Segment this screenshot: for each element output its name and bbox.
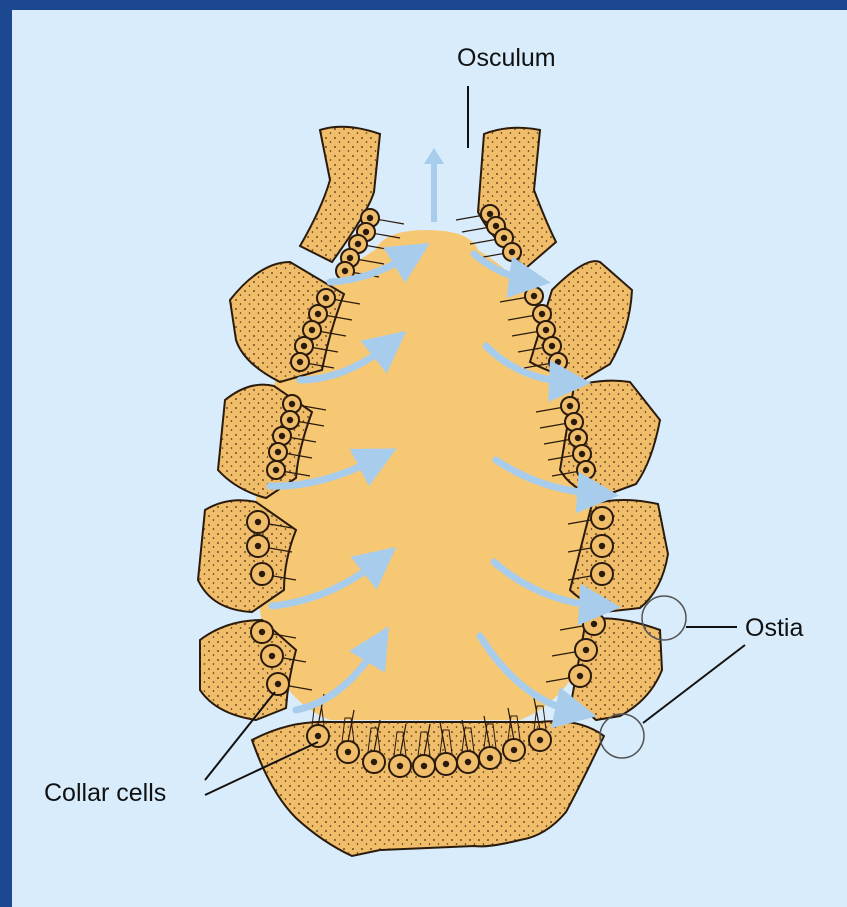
- cell-nucleus: [315, 311, 321, 317]
- cell-nucleus: [259, 629, 265, 635]
- cell-nucleus: [269, 653, 275, 659]
- osculum-flow-arrowhead: [424, 148, 444, 164]
- cell-nucleus: [575, 435, 581, 441]
- cell-nucleus: [555, 359, 561, 365]
- osculum-label: Osculum: [457, 44, 556, 72]
- cell-nucleus: [347, 255, 353, 261]
- cell-nucleus: [583, 647, 589, 653]
- cell-nucleus: [301, 343, 307, 349]
- ostia-label: Ostia: [745, 614, 803, 642]
- cell-nucleus: [501, 235, 507, 241]
- cell-nucleus: [323, 295, 329, 301]
- cell-nucleus: [259, 571, 265, 577]
- cell-nucleus: [297, 359, 303, 365]
- cell-nucleus: [531, 293, 537, 299]
- cell-nucleus: [342, 268, 348, 274]
- cell-nucleus: [539, 311, 545, 317]
- cell-nucleus: [363, 229, 369, 235]
- cell-nucleus: [367, 215, 373, 221]
- cell-nucleus: [549, 343, 555, 349]
- cell-nucleus: [493, 223, 499, 229]
- cell-nucleus: [355, 241, 361, 247]
- cell-nucleus: [255, 519, 261, 525]
- cell-nucleus: [599, 543, 605, 549]
- cell-nucleus: [397, 763, 403, 769]
- cell-nucleus: [443, 761, 449, 767]
- cell-nucleus: [579, 451, 585, 457]
- cell-nucleus: [275, 681, 281, 687]
- collar-cells-label: Collar cells: [44, 779, 166, 807]
- cell-nucleus: [599, 571, 605, 577]
- cell-nucleus: [371, 759, 377, 765]
- cell-nucleus: [289, 401, 295, 407]
- ostium-upper: [642, 596, 686, 640]
- cell-nucleus: [309, 327, 315, 333]
- cell-nucleus: [599, 515, 605, 521]
- cell-nucleus: [511, 747, 517, 753]
- cell-nucleus: [487, 211, 493, 217]
- cell-nucleus: [583, 467, 589, 473]
- cell-nucleus: [577, 673, 583, 679]
- cell-nucleus: [255, 543, 261, 549]
- cell-nucleus: [465, 759, 471, 765]
- cell-nucleus: [273, 467, 279, 473]
- cell-nucleus: [543, 327, 549, 333]
- cell-nucleus: [567, 403, 573, 409]
- cell-nucleus: [421, 763, 427, 769]
- cell-nucleus: [591, 621, 597, 627]
- cell-nucleus: [287, 417, 293, 423]
- cell-nucleus: [487, 755, 493, 761]
- cell-nucleus: [279, 433, 285, 439]
- cell-nucleus: [275, 449, 281, 455]
- cell-nucleus: [509, 249, 515, 255]
- cell-nucleus: [345, 749, 351, 755]
- cell-nucleus: [571, 419, 577, 425]
- cell-nucleus: [537, 737, 543, 743]
- ostium-lower: [600, 714, 644, 758]
- cell-nucleus: [315, 733, 321, 739]
